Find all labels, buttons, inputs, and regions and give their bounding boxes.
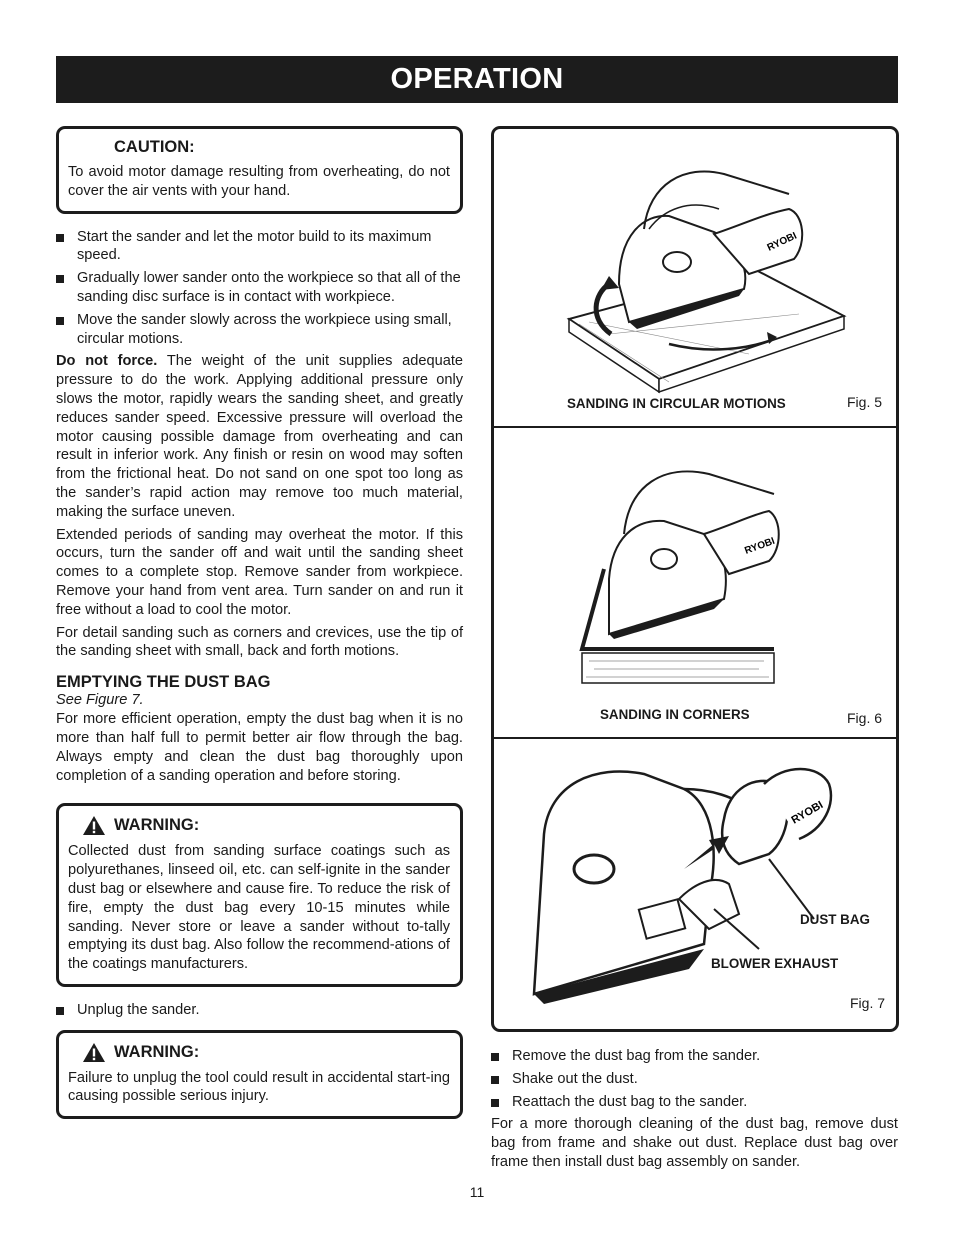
dust-bag-steps-list: Remove the dust bag from the sander. Sha… [491, 1047, 898, 1111]
left-column: CAUTION: To avoid motor damage resulting… [56, 126, 463, 1120]
fig6-caption: SANDING IN CORNERS [600, 707, 750, 722]
warning-title-row: WARNING: [82, 815, 450, 836]
warning-title: WARNING: [114, 816, 200, 835]
fig5-caption: SANDING IN CIRCULAR MOTIONS [567, 396, 786, 411]
warning-triangle-icon [83, 816, 105, 836]
warning-title-row: WARNING: [82, 1042, 450, 1063]
thorough-cleaning-paragraph: For a more thorough cleaning of the dust… [491, 1116, 898, 1170]
list-item: Shake out the dust. [491, 1070, 898, 1089]
caution-text: To avoid motor damage resulting from ove… [68, 164, 450, 199]
list-item: Unplug the sander. [56, 1001, 463, 1020]
figure-divider [494, 426, 896, 428]
caution-title: CAUTION: [114, 138, 195, 156]
fig6-label: Fig. 6 [847, 710, 883, 726]
page-title: OPERATION [56, 56, 898, 103]
page-number: 11 [469, 1184, 485, 1200]
warning-unplug-text: Failure to unplug the tool could result … [68, 1069, 450, 1105]
fig7-label: Fig. 7 [850, 995, 886, 1011]
warning-box-fire: WARNING: Collected dust from sanding sur… [56, 803, 463, 987]
do-not-force-lead: Do not force. [56, 353, 158, 370]
dust-bag-paragraph: For more efficient operation, empty the … [56, 711, 463, 784]
list-item: Move the sander slowly across the workpi… [56, 311, 463, 349]
fig5-label: Fig. 5 [847, 394, 883, 410]
detail-sanding-paragraph: For detail sanding such as corners and c… [56, 624, 463, 660]
overheat-paragraph: Extended periods of sanding may overheat… [56, 526, 463, 618]
list-item: Reattach the dust bag to the sander. [491, 1093, 898, 1112]
figures-panel: RYOBI SANDING IN CIRCULAR MOTIONS Fig. 5… [491, 126, 899, 1032]
dust-bag-illustration: RYOBI [532, 767, 833, 1004]
warning-box-unplug: WARNING: Failure to unplug the tool coul… [56, 1029, 463, 1120]
dust-bag-callout: DUST BAG [800, 912, 870, 927]
sander-circular-illustration: RYOBI [566, 170, 847, 394]
list-item: Gradually lower sander onto the workpiec… [56, 269, 463, 307]
sanding-steps-list: Start the sander and let the motor build… [56, 228, 463, 349]
figure-divider [494, 737, 896, 739]
list-item: Remove the dust bag from the sander. [491, 1047, 898, 1066]
do-not-force-paragraph: Do not force. The weight of the unit sup… [56, 352, 463, 521]
sander-corner-illustration: RYOBI [579, 470, 780, 684]
blower-exhaust-callout: BLOWER EXHAUST [711, 956, 839, 971]
caution-box: CAUTION: To avoid motor damage resulting… [56, 126, 463, 214]
list-item: Start the sander and let the motor build… [56, 228, 463, 266]
unplug-list: Unplug the sander. [56, 1001, 463, 1020]
warning-triangle-icon [83, 1042, 105, 1062]
do-not-force-text: The weight of the unit supplies adequate… [56, 353, 463, 520]
warning-fire-text: Collected dust from sanding surface coat… [68, 843, 450, 973]
see-figure-note: See Figure 7. [56, 692, 144, 709]
right-column: Remove the dust bag from the sander. Sha… [491, 1047, 898, 1176]
warning-title: WARNING: [114, 1042, 200, 1061]
dust-bag-heading: EMPTYING THE DUST BAG [56, 673, 271, 692]
